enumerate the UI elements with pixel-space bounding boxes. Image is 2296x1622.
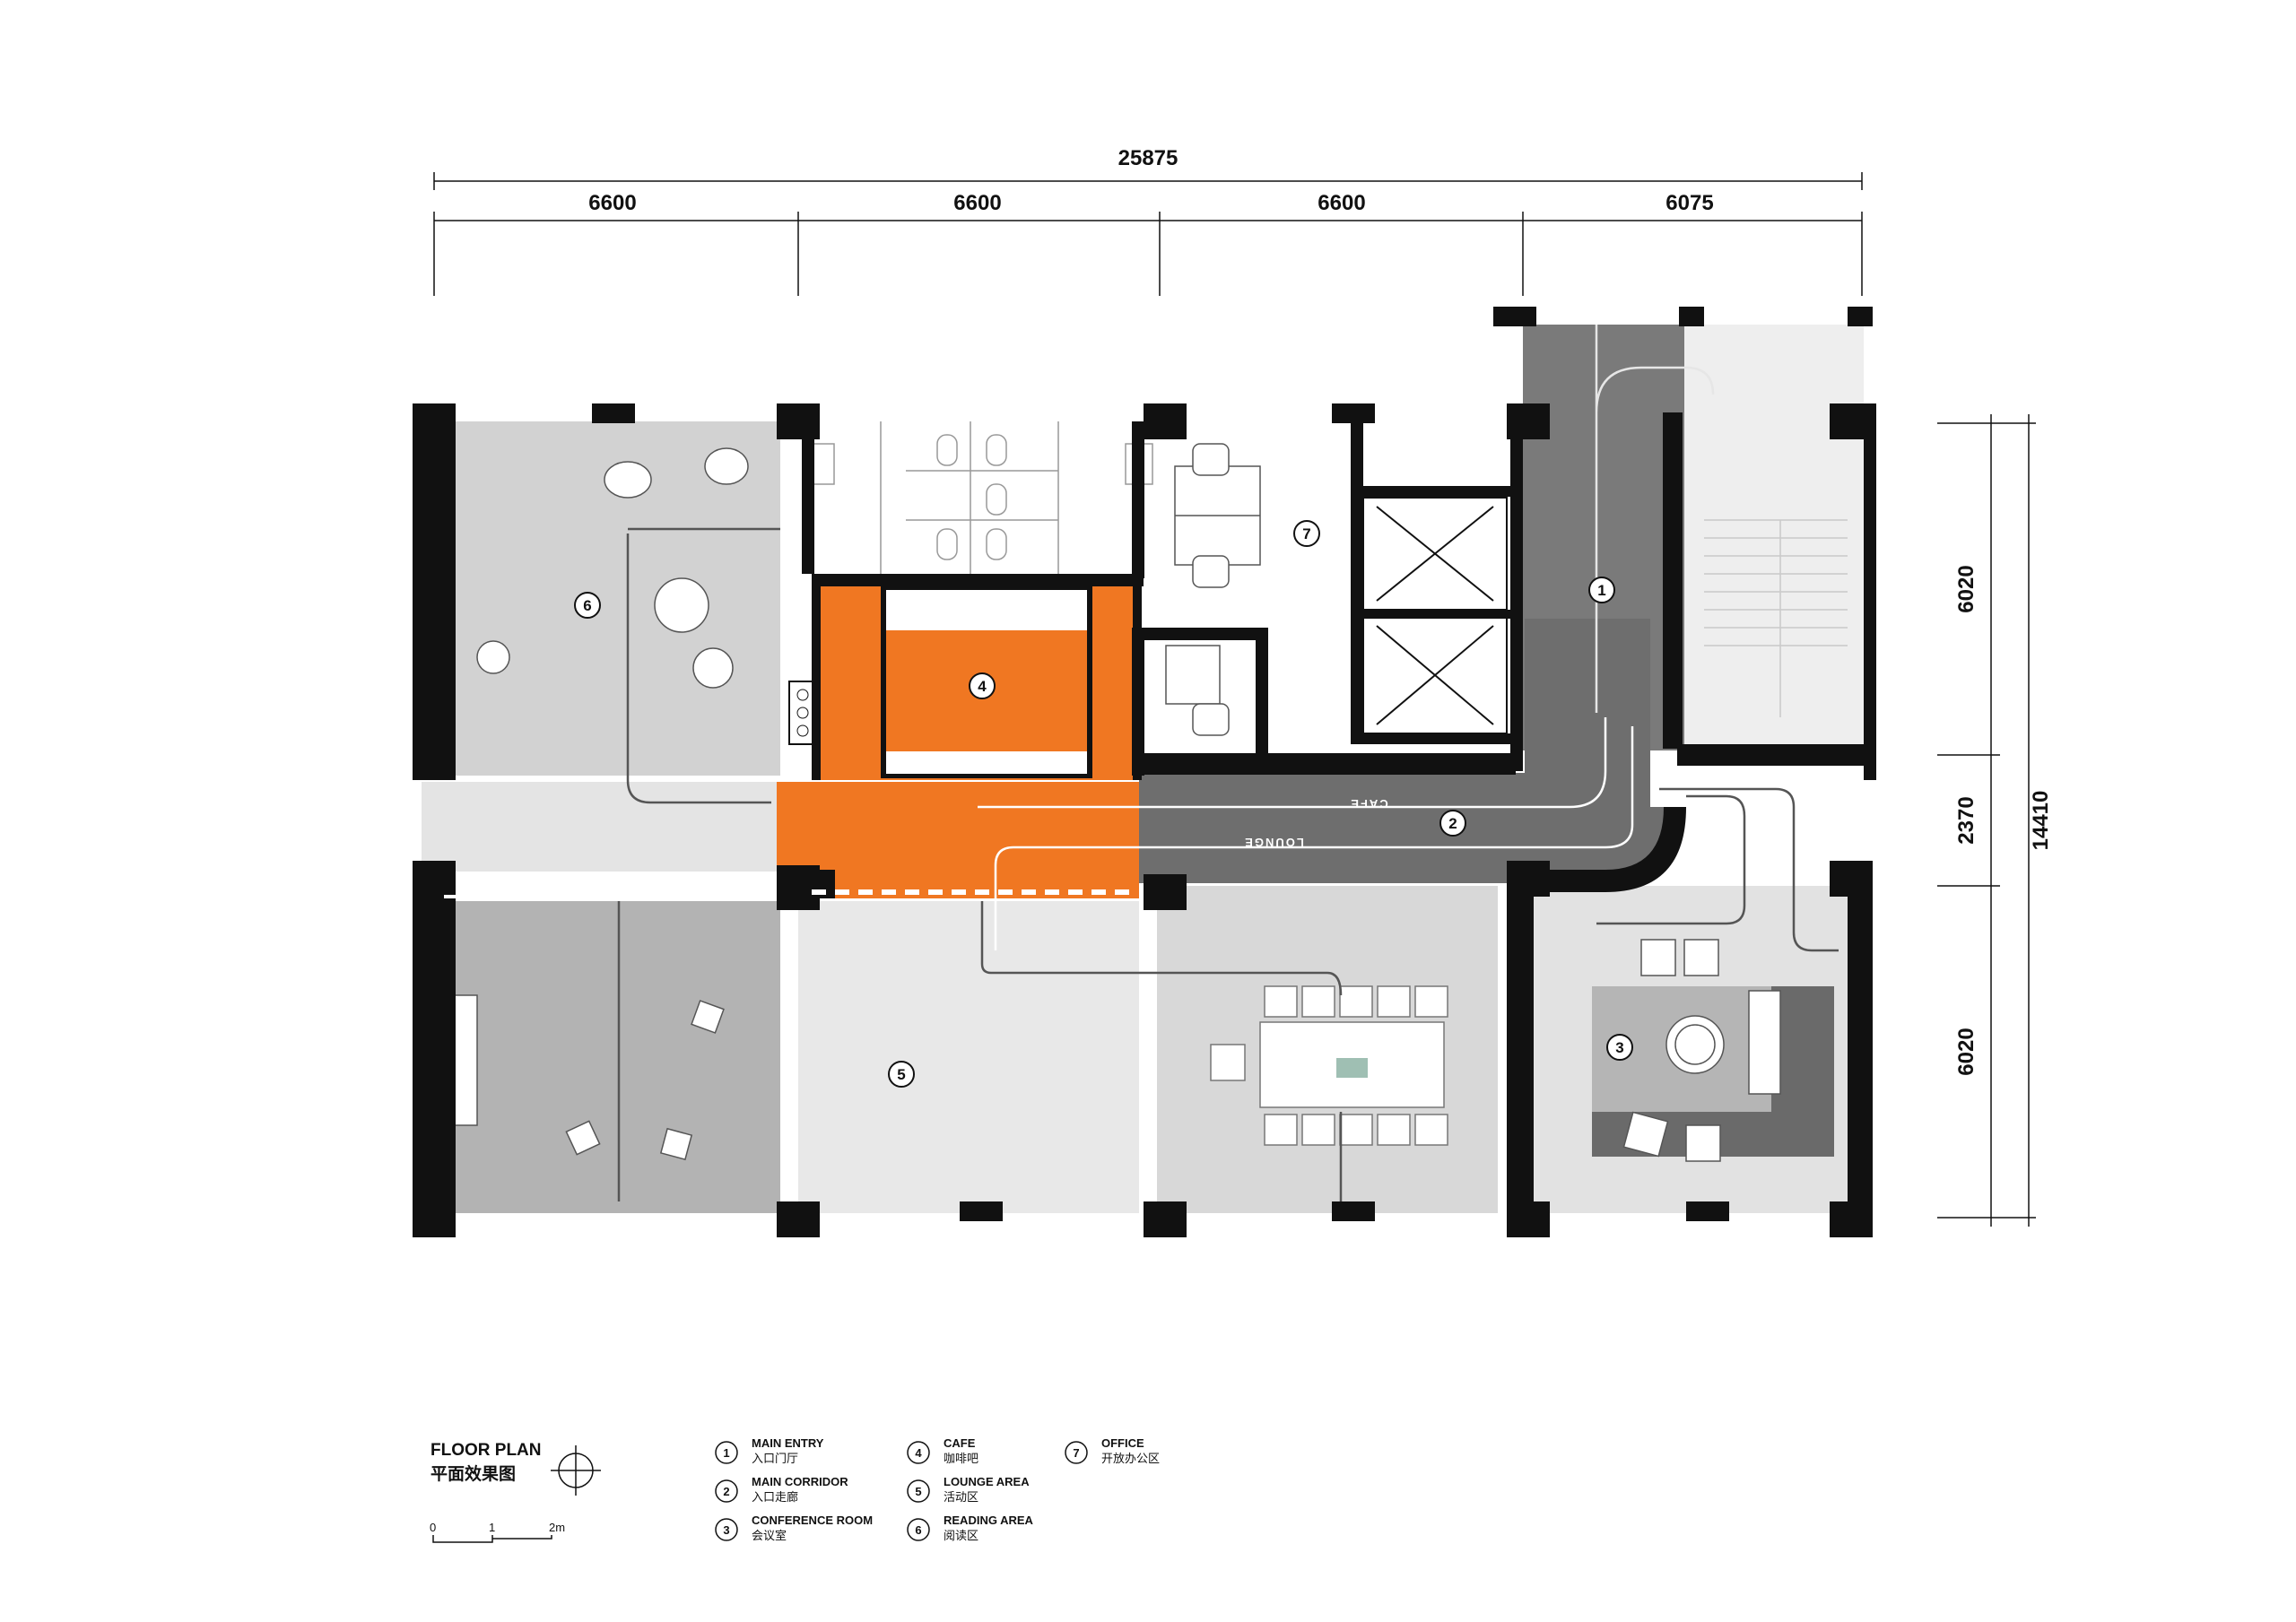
north-arrow-icon <box>551 1445 601 1496</box>
route-lines <box>617 325 1839 1201</box>
legend-item-1: 1 MAIN ENTRY 入口门厅 <box>715 1436 824 1465</box>
svg-text:入口门厅: 入口门厅 <box>752 1452 798 1465</box>
svg-text:1: 1 <box>723 1446 729 1460</box>
svg-text:3: 3 <box>723 1523 729 1537</box>
legend-item-6: 6 READING AREA 阅读区 <box>907 1514 1034 1542</box>
svg-text:MAIN CORRIDOR: MAIN CORRIDOR <box>752 1475 848 1488</box>
legend-item-7: 7 OFFICE 开放办公区 <box>1065 1436 1160 1465</box>
dim-bay-4: 6075 <box>1665 191 1713 215</box>
zone-fills <box>422 325 1864 1213</box>
dim-bay-3: 6600 <box>1318 191 1365 215</box>
room-marker-7: 7 <box>1293 520 1320 547</box>
corridor-label-cafe: CAFE <box>1349 797 1387 811</box>
zone-main-corridor <box>1139 753 1682 883</box>
lounge-furniture <box>440 994 725 1161</box>
restroom-stalls <box>806 421 1153 574</box>
conference-room-furniture <box>1622 939 1781 1162</box>
cafe-counter <box>788 585 1092 778</box>
room-marker-1: 1 <box>1588 577 1615 603</box>
svg-text:4: 4 <box>915 1446 922 1460</box>
plan-title-zh: 平面效果图 <box>430 1463 516 1484</box>
svg-text:6: 6 <box>583 597 591 614</box>
room-marker-4: 4 <box>969 672 996 699</box>
svg-text:阅读区: 阅读区 <box>944 1529 978 1542</box>
svg-text:4: 4 <box>978 678 987 695</box>
svg-text:6: 6 <box>915 1523 921 1537</box>
svg-text:MAIN ENTRY: MAIN ENTRY <box>752 1436 824 1450</box>
zone-staircase <box>1684 325 1864 755</box>
svg-text:5: 5 <box>897 1066 905 1083</box>
scale-bar <box>432 1535 552 1543</box>
dim-total-depth: 14410 <box>2029 791 2053 851</box>
legend-item-5: 5 LOUNGE AREA 活动区 <box>907 1475 1030 1504</box>
dim-bay-2: 6600 <box>953 191 1001 215</box>
room-marker-5: 5 <box>888 1061 915 1088</box>
legend-item-3: 3 CONFERENCE ROOM 会议室 <box>715 1514 873 1542</box>
legend-item-4: 4 CAFE 咖啡吧 <box>907 1436 978 1465</box>
elevators <box>1362 497 1508 734</box>
svg-text:READING AREA: READING AREA <box>944 1514 1034 1527</box>
legend-item-2: 2 MAIN CORRIDOR 入口走廊 <box>715 1475 848 1504</box>
staircase-lines <box>1704 519 1848 717</box>
svg-text:CONFERENCE ROOM: CONFERENCE ROOM <box>752 1514 873 1527</box>
svg-text:7: 7 <box>1073 1446 1079 1460</box>
plan-title-en: FLOOR PLAN <box>430 1441 542 1460</box>
dim-right-2: 2370 <box>1954 796 1979 844</box>
scale-label-1: 1 <box>489 1521 495 1534</box>
scale-label-2: 2m <box>549 1521 565 1534</box>
svg-text:2: 2 <box>1448 815 1457 832</box>
svg-text:会议室: 会议室 <box>752 1529 787 1542</box>
svg-text:5: 5 <box>915 1485 921 1498</box>
dim-right-1: 6020 <box>1954 565 1979 612</box>
room-markers: 1 2 3 4 5 6 7 <box>574 520 1633 1088</box>
zone-lounge-left <box>432 901 780 1213</box>
zone-lounge-area <box>798 901 1139 1213</box>
dim-bay-1: 6600 <box>588 191 636 215</box>
right-dimensions <box>1937 414 2036 1227</box>
top-dimensions <box>433 172 1863 296</box>
room-marker-3: 3 <box>1606 1034 1633 1061</box>
room-marker-6: 6 <box>574 592 601 619</box>
walls <box>413 307 1876 1237</box>
dim-right-3: 6020 <box>1954 1028 1979 1075</box>
svg-text:开放办公区: 开放办公区 <box>1101 1452 1160 1465</box>
scale-label-0: 0 <box>430 1521 436 1534</box>
svg-text:1: 1 <box>1597 582 1605 599</box>
svg-text:入口走廊: 入口走廊 <box>752 1490 798 1504</box>
svg-text:OFFICE: OFFICE <box>1101 1436 1144 1450</box>
office-furniture <box>1165 443 1261 736</box>
svg-text:咖啡吧: 咖啡吧 <box>944 1452 978 1465</box>
svg-text:活动区: 活动区 <box>944 1490 978 1504</box>
svg-text:7: 7 <box>1302 525 1310 542</box>
room-marker-2: 2 <box>1439 810 1466 837</box>
dim-total-width: 25875 <box>1118 146 1178 170</box>
corridor-label-lounge: LOUNGE <box>1243 836 1304 849</box>
svg-text:CAFE: CAFE <box>944 1436 976 1450</box>
svg-text:3: 3 <box>1615 1039 1623 1056</box>
svg-text:LOUNGE AREA: LOUNGE AREA <box>944 1475 1030 1488</box>
svg-text:2: 2 <box>723 1485 729 1498</box>
legend: 1 MAIN ENTRY 入口门厅 2 MAIN CORRIDOR 入口走廊 3… <box>715 1436 1160 1542</box>
conference-furniture <box>1210 985 1448 1146</box>
